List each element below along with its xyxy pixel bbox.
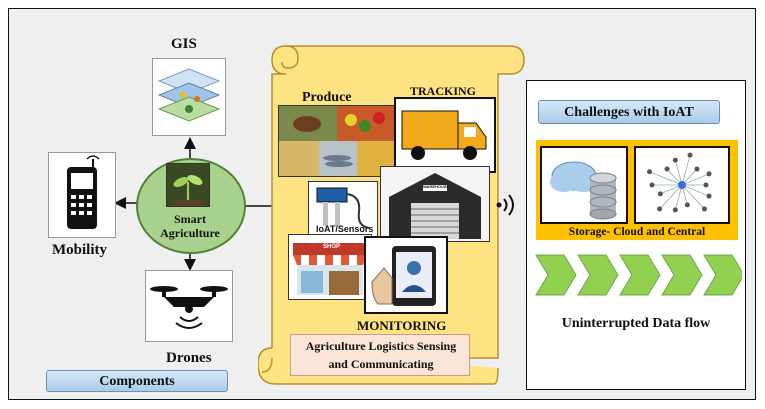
dataflow-label: Uninterrupted Data flow: [561, 316, 711, 331]
mobility-label: Mobility: [52, 242, 107, 258]
components-banner: Components: [46, 370, 228, 392]
tablet-icon: [364, 236, 448, 314]
smart-label-line1: Smart: [174, 212, 206, 226]
caption-box: Agriculture Logistics Sensing and Commun…: [290, 334, 470, 376]
chevron-arrow: [661, 254, 703, 296]
monitoring-label: MONITORING: [357, 318, 447, 333]
tracking-label: TRACKING: [410, 84, 477, 98]
gis-label: GIS: [171, 36, 197, 52]
sensor-icon: [308, 181, 378, 237]
wireless-signal-icon: [494, 192, 520, 218]
warehouse-icon: WAREHOUSE: [380, 166, 490, 242]
chevron-arrow: [703, 254, 742, 296]
mobile-phone-icon: [48, 152, 116, 238]
truck-icon: [394, 97, 496, 173]
storage-label: Storage- Cloud and Central: [568, 226, 706, 238]
chevron-arrow: [619, 254, 661, 296]
smart-label-line2: Agriculture: [160, 226, 220, 240]
network-icon: [634, 146, 730, 224]
caption-line1: Agriculture Logistics Sensing: [305, 339, 457, 353]
plant-icon: [166, 163, 210, 207]
caption-line2: and Communicating: [328, 357, 434, 371]
warehouse-sign: WAREHOUSE: [423, 184, 450, 189]
sensors-label: IoAT/Sensors: [316, 224, 374, 234]
shop-icon: SHOP: [288, 234, 372, 300]
drone-icon: [145, 270, 233, 342]
chevron-arrow: [577, 254, 619, 296]
chevron-arrow: [535, 254, 577, 296]
produce-label: Produce: [302, 90, 352, 105]
shop-sign: SHOP: [323, 244, 341, 250]
challenges-banner: Challenges with IoAT: [538, 100, 720, 124]
cloud-database-icon: [540, 146, 628, 224]
gis-layers-icon: [152, 58, 226, 136]
produce-collage-image: [278, 105, 396, 177]
drones-label: Drones: [166, 350, 212, 366]
dataflow-chevrons: [535, 254, 742, 296]
